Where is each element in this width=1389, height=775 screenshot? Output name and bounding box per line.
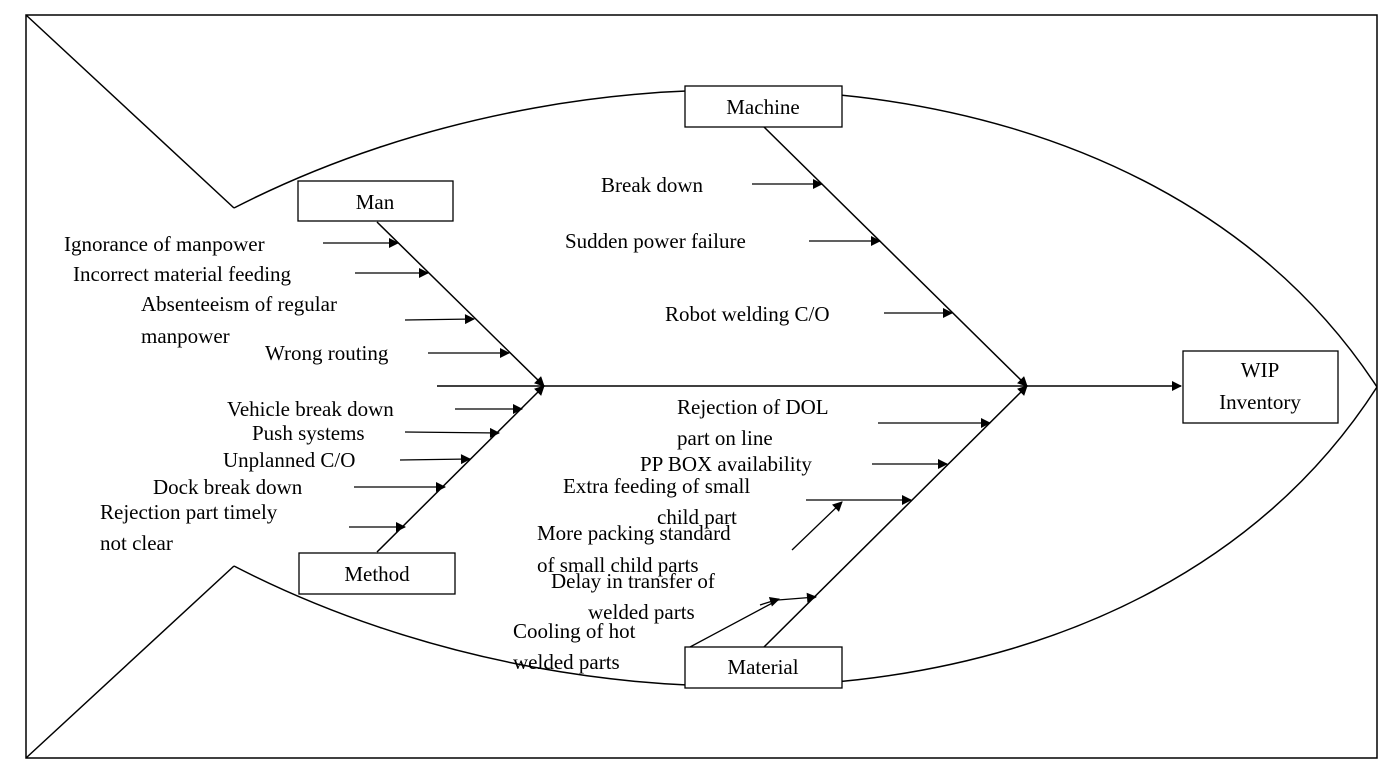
category-man: Man	[356, 190, 395, 214]
cause-man-1: Ignorance of manpower	[64, 232, 265, 256]
category-method: Method	[344, 562, 410, 586]
bone-man	[376, 221, 545, 387]
fish-outline	[25, 14, 1378, 759]
cause-material-3b: child part	[657, 505, 737, 529]
cause-material-3a: Extra feeding of small	[563, 474, 750, 498]
cause-method-4: Dock break down	[153, 475, 303, 499]
category-material: Material	[727, 655, 798, 679]
cause-method-5b: not clear	[100, 531, 173, 555]
cause-man-2: Incorrect material feeding	[73, 262, 292, 286]
box-material	[684, 646, 843, 689]
cause-method-1: Vehicle break down	[227, 397, 394, 421]
category-machine: Machine	[726, 95, 799, 119]
cause-man-3a: Absenteeism of regular	[141, 292, 337, 316]
cause-arrows	[323, 179, 991, 648]
box-effect	[1182, 350, 1339, 424]
effect-line-1: WIP	[1241, 358, 1280, 382]
cause-material-1b: part on line	[677, 426, 773, 450]
category-boxes	[297, 85, 1339, 689]
bone-machine	[763, 126, 1028, 387]
box-machine	[684, 85, 843, 128]
cause-machine-3: Robot welding C/O	[665, 302, 830, 326]
cause-machine-2: Sudden power failure	[565, 229, 746, 253]
cause-material-6b: welded parts	[513, 650, 620, 674]
cause-material-5a: Delay in transfer of	[551, 569, 715, 593]
main-bones	[376, 126, 1028, 648]
box-method	[298, 552, 456, 595]
cause-material-5b: welded parts	[588, 600, 695, 624]
bone-material	[763, 385, 1028, 648]
arrow-push-systems	[404, 427, 500, 438]
cause-method-5a: Rejection part timely	[100, 500, 278, 524]
cause-method-2: Push systems	[252, 421, 365, 445]
body-top-curve	[233, 89, 1378, 388]
arrow-delay-transfer	[759, 596, 780, 607]
body-bottom-curve	[233, 386, 1378, 687]
cause-material-1a: Rejection of DOL	[677, 395, 829, 419]
tail-upper	[25, 14, 235, 209]
arrow-unplanned-co	[399, 454, 471, 465]
arrow-absenteeism	[404, 314, 475, 325]
cause-man-4: Wrong routing	[265, 341, 389, 365]
effect-line-2: Inventory	[1219, 390, 1301, 414]
cause-material-4a: More packing standard	[537, 521, 731, 545]
arrow-cooling-delay	[689, 592, 817, 648]
cause-method-3: Unplanned C/O	[223, 448, 355, 472]
tail-lower	[25, 565, 235, 759]
cause-machine-1: Break down	[601, 173, 704, 197]
cause-material-6a: Cooling of hot	[513, 619, 636, 643]
cause-material-4b: of small child parts	[537, 553, 699, 577]
arrow-more-packing	[791, 501, 843, 551]
cause-material-2: PP BOX availability	[640, 452, 812, 476]
box-man	[297, 180, 454, 222]
cause-man-3b: manpower	[141, 324, 230, 348]
